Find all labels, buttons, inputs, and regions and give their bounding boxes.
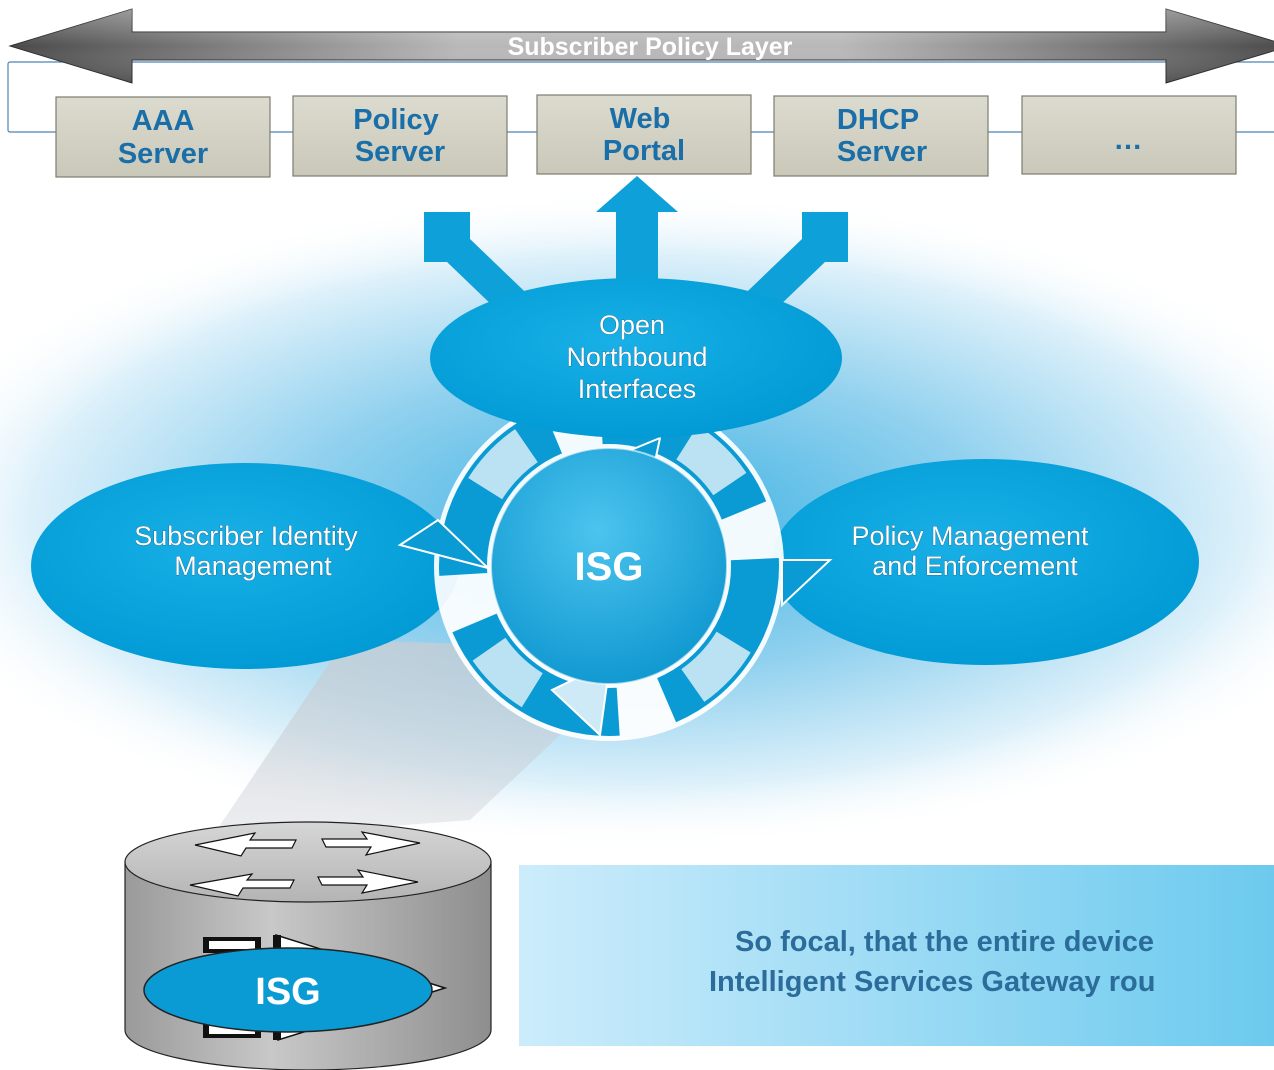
server-box-policy: Policy Server — [292, 95, 508, 177]
isg-center-label: ISG — [575, 545, 644, 589]
identity-line1: Subscriber Identity — [134, 521, 358, 551]
policy-layer-title: Subscriber Policy Layer — [508, 33, 793, 61]
server-label-line1: AAA — [132, 105, 195, 137]
cycle-arrowhead-right — [781, 559, 833, 608]
server-label-line2: Server — [355, 136, 445, 168]
server-label-line1: … — [1114, 124, 1143, 156]
server-label-line2: Server — [837, 136, 927, 168]
isg-center-circle — [490, 447, 728, 685]
caption-line1: So focal, that the entire device — [735, 926, 1154, 958]
server-label-line2: Server — [118, 138, 208, 170]
server-box-dhcp: DHCP Server — [773, 95, 989, 177]
router-isg-label: ISG — [255, 971, 320, 1013]
northbound-line2: Northbound — [566, 342, 707, 372]
router-arrows-icon — [189, 831, 421, 897]
server-label-line1: Policy — [353, 104, 438, 136]
server-label-line1: Web — [610, 103, 671, 135]
policy-line1: Policy Management — [851, 521, 1089, 551]
policy-ellipse — [771, 459, 1199, 665]
northbound-ellipse — [430, 278, 842, 438]
cycle-arrowhead-left — [397, 518, 492, 570]
arrow-up — [596, 176, 678, 300]
server-box-more: … — [1021, 95, 1237, 175]
server-box-aaa: AAA Server — [55, 96, 271, 178]
identity-line2: Management — [174, 551, 332, 581]
isg-router: ISG — [124, 821, 492, 1070]
server-label-line2: Portal — [603, 135, 685, 167]
caption-box — [519, 865, 1274, 1046]
policy-line2: and Enforcement — [872, 551, 1078, 581]
policy-layer-arrow — [8, 8, 1274, 84]
northbound-line3: Interfaces — [578, 374, 697, 404]
router-isg-ellipse — [143, 947, 433, 1033]
northbound-line1: Open — [599, 310, 665, 340]
identity-ellipse — [31, 463, 459, 669]
server-label-line1: DHCP — [837, 104, 919, 136]
caption-line2: Intelligent Services Gateway rou — [709, 966, 1155, 998]
server-box-web-portal: Web Portal — [536, 94, 752, 175]
